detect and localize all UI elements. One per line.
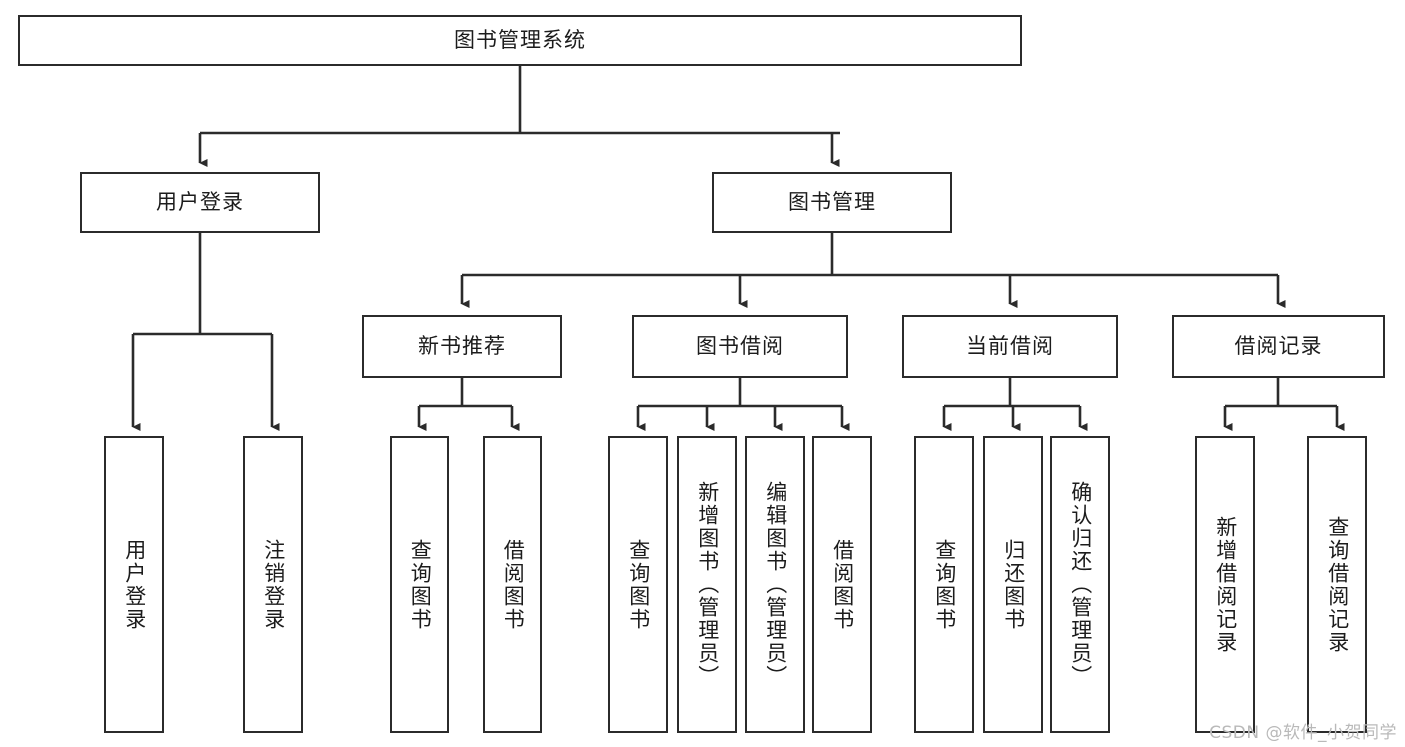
leaf-current-confirm-return-admin[interactable]: 确认归还（管理员） (1050, 436, 1110, 733)
leaf-borrow-add-book-admin-label: 新增图书（管理员） (695, 481, 720, 688)
node-current-borrow-label: 当前借阅 (966, 334, 1054, 359)
leaf-current-query-book[interactable]: 查询图书 (914, 436, 974, 733)
leaf-borrow-add-book-admin[interactable]: 新增图书（管理员） (677, 436, 737, 733)
leaf-current-return-book[interactable]: 归还图书 (983, 436, 1043, 733)
leaf-recommend-query-book-label: 查询图书 (408, 538, 433, 631)
leaf-current-confirm-return-admin-label: 确认归还（管理员） (1068, 481, 1093, 688)
node-book-management-label: 图书管理 (788, 190, 876, 215)
node-book-borrow-label: 图书借阅 (696, 334, 784, 359)
node-book-borrow[interactable]: 图书借阅 (632, 315, 848, 378)
leaf-borrow-query-book-label: 查询图书 (626, 538, 651, 631)
leaf-current-query-book-label: 查询图书 (932, 538, 957, 631)
leaf-current-return-book-label: 归还图书 (1001, 538, 1026, 631)
leaf-user-login-login-label: 用户登录 (122, 538, 147, 631)
node-current-borrow[interactable]: 当前借阅 (902, 315, 1118, 378)
leaf-borrow-edit-book-admin-label: 编辑图书（管理员） (763, 481, 788, 688)
leaf-user-login-logout[interactable]: 注销登录 (243, 436, 303, 733)
leaf-user-login-logout-label: 注销登录 (261, 538, 286, 631)
node-root[interactable]: 图书管理系统 (18, 15, 1022, 66)
leaf-recommend-borrow-book[interactable]: 借阅图书 (483, 436, 542, 733)
csdn-watermark: CSDN @软件_小贺同学 (1209, 723, 1397, 743)
leaf-user-login-login[interactable]: 用户登录 (104, 436, 164, 733)
node-user-login[interactable]: 用户登录 (80, 172, 320, 233)
node-borrow-record-label: 借阅记录 (1234, 334, 1323, 359)
node-new-book-recommend[interactable]: 新书推荐 (362, 315, 562, 378)
leaf-record-query-record[interactable]: 查询借阅记录 (1307, 436, 1367, 733)
leaf-borrow-edit-book-admin[interactable]: 编辑图书（管理员） (745, 436, 805, 733)
leaf-recommend-borrow-book-label: 借阅图书 (501, 538, 526, 631)
leaf-record-add-record-label: 新增借阅记录 (1213, 515, 1238, 654)
node-book-management[interactable]: 图书管理 (712, 172, 952, 233)
node-borrow-record[interactable]: 借阅记录 (1172, 315, 1385, 378)
leaf-record-add-record[interactable]: 新增借阅记录 (1195, 436, 1255, 733)
leaf-recommend-query-book[interactable]: 查询图书 (390, 436, 449, 733)
node-root-label: 图书管理系统 (454, 28, 586, 53)
leaf-record-query-record-label: 查询借阅记录 (1325, 515, 1350, 654)
leaf-borrow-borrow-book[interactable]: 借阅图书 (812, 436, 872, 733)
leaf-borrow-query-book[interactable]: 查询图书 (608, 436, 668, 733)
leaf-borrow-borrow-book-label: 借阅图书 (830, 538, 855, 631)
node-new-book-recommend-label: 新书推荐 (418, 334, 506, 359)
node-user-login-label: 用户登录 (156, 190, 244, 215)
